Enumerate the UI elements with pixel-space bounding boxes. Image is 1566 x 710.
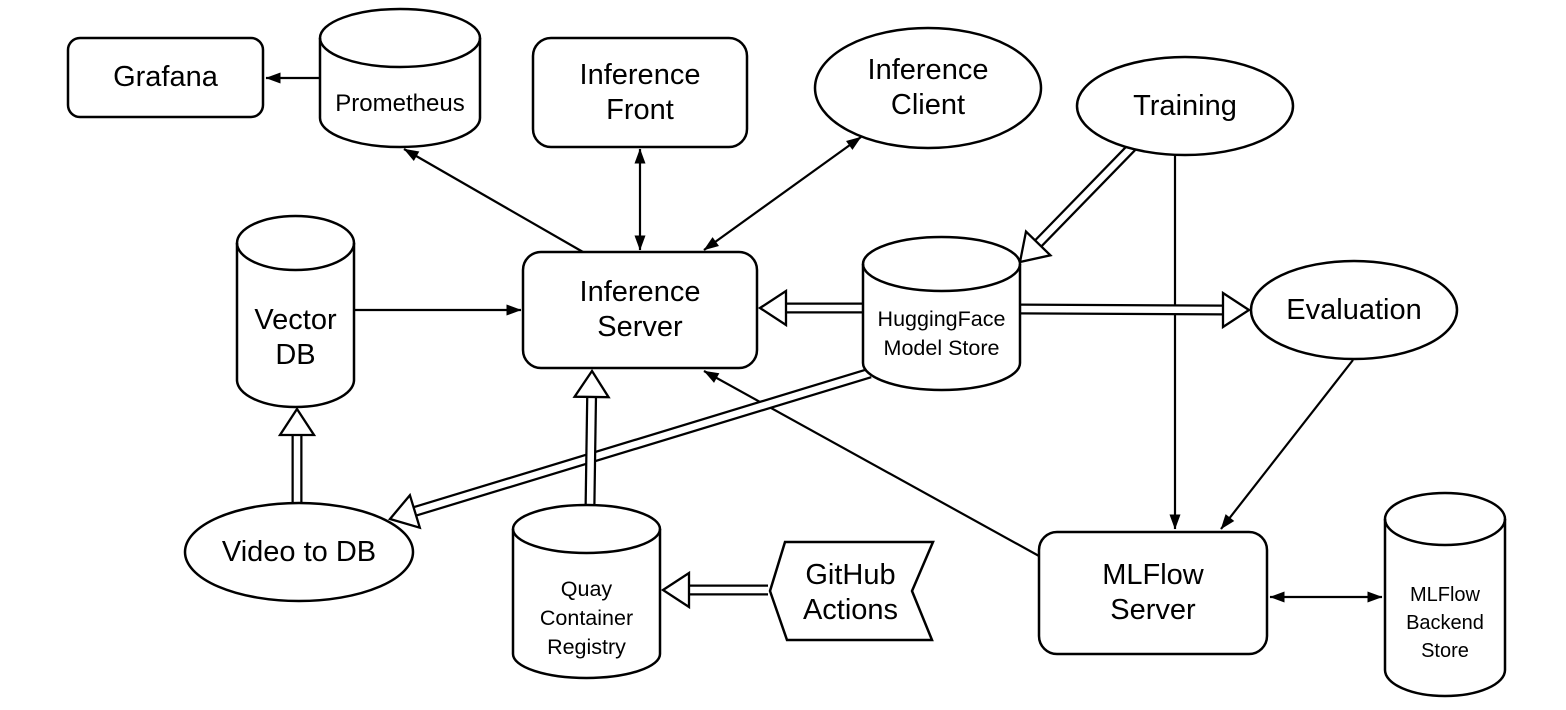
node-video-to-db bbox=[183, 501, 415, 603]
node-training bbox=[1075, 55, 1295, 157]
node-inference-client bbox=[813, 26, 1043, 150]
edge-mlflow-server-to-inference-server bbox=[703, 370, 1040, 557]
edge-inference-server-to-prometheus bbox=[403, 148, 584, 253]
edge-github-actions-to-quay bbox=[660, 570, 768, 610]
node-github-actions bbox=[768, 540, 935, 642]
node-huggingface-model-store bbox=[861, 235, 1022, 392]
node-mlflow-server bbox=[1037, 530, 1269, 656]
node-inference-front bbox=[531, 36, 749, 149]
node-evaluation bbox=[1249, 259, 1459, 361]
edge-huggingface-to-inference-server bbox=[757, 288, 863, 328]
edge-training-to-huggingface bbox=[1018, 143, 1136, 264]
node-prometheus bbox=[318, 7, 482, 149]
edge-inference-client-inference-server bbox=[703, 136, 862, 251]
node-grafana bbox=[66, 36, 265, 119]
node-vector-db bbox=[235, 214, 356, 409]
edge-video-to-db-to-vector-db bbox=[277, 406, 317, 505]
edge-huggingface-to-video-to-db bbox=[387, 367, 872, 530]
node-quay-container-registry bbox=[511, 503, 662, 680]
edge-quay-to-inference-server bbox=[572, 368, 611, 507]
edge-evaluation-to-mlflow-server bbox=[1220, 359, 1354, 530]
node-mlflow-backend-store bbox=[1383, 491, 1507, 698]
node-inference-server bbox=[521, 250, 759, 370]
edge-huggingface-to-evaluation bbox=[1019, 290, 1252, 330]
